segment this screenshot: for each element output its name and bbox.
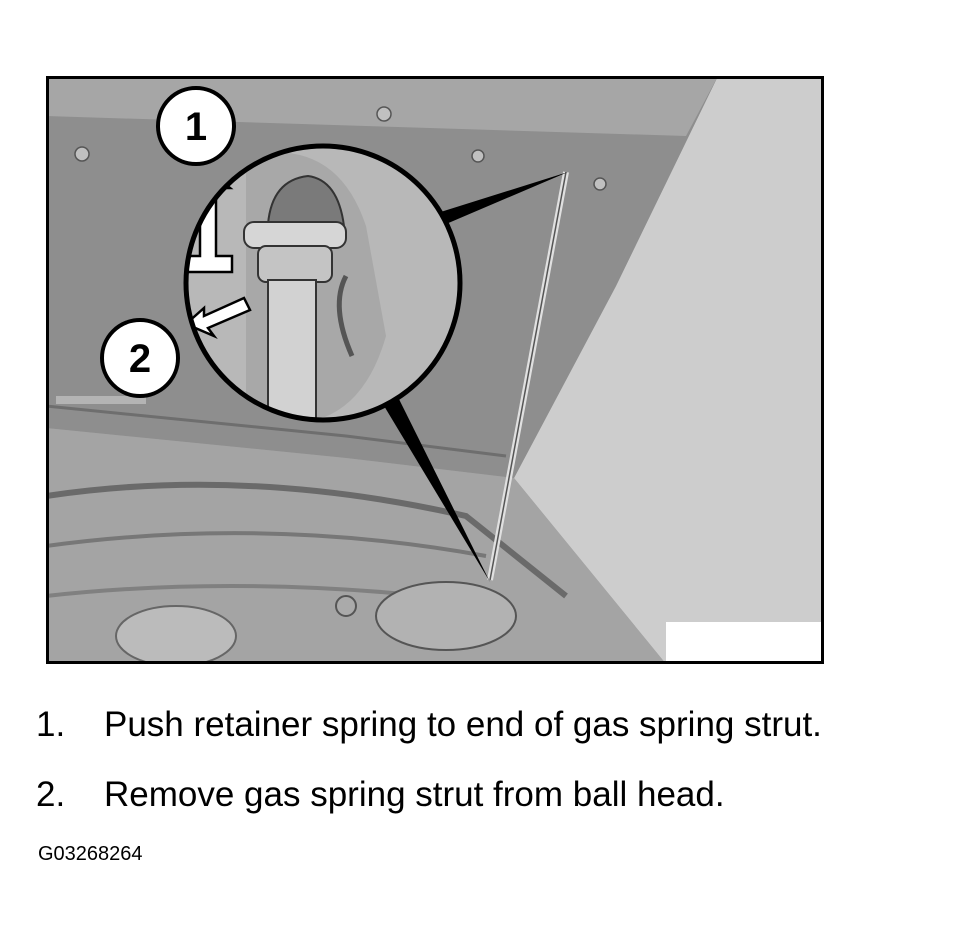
- callout-1: 1: [156, 86, 236, 166]
- detail-ring: [183, 143, 463, 423]
- strut-socket: [243, 221, 347, 249]
- gas-spring-strut-outline: [489, 171, 567, 581]
- callout-2-label: 2: [129, 337, 151, 381]
- step-number: 2.: [36, 775, 66, 814]
- engine-hose: [46, 584, 427, 598]
- step-text: Remove gas spring strut from ball head.: [104, 775, 725, 814]
- instruction-step-2: 2. Remove gas spring strut from ball head…: [36, 775, 725, 815]
- reservoir: [115, 605, 237, 664]
- leader-wedge-lower: [366, 369, 490, 582]
- bracket-tab: [336, 274, 355, 358]
- background-wall: [514, 76, 824, 664]
- detail-magnifier: [183, 143, 463, 423]
- pull-arrow: [186, 296, 252, 339]
- hood-bolt: [376, 106, 392, 122]
- hood-bolt: [74, 146, 90, 162]
- figure-frame: [46, 76, 824, 664]
- step-text: Push retainer spring to end of gas sprin…: [104, 705, 822, 744]
- ball-head: [266, 174, 346, 228]
- callout-2-circle: [100, 318, 180, 398]
- detail-strut-body: [267, 279, 317, 420]
- callout-1-circle: [156, 86, 236, 166]
- leader-wedge-upper: [412, 172, 568, 236]
- hood-bolt: [471, 149, 485, 163]
- retainer-spring: [257, 245, 333, 283]
- strut-tower: [375, 581, 517, 651]
- instruction-step-1: 1. Push retainer spring to end of gas spr…: [36, 705, 822, 745]
- hood-strut-illustration: 1 2: [46, 76, 824, 664]
- hood-seam: [46, 404, 507, 458]
- figure-label-patch: [666, 622, 822, 662]
- hood-bolt: [593, 177, 607, 191]
- callout-2: 2: [100, 318, 180, 398]
- callout-1-label: 1: [185, 105, 207, 149]
- cowl-panel: [46, 481, 568, 599]
- hood-label-strip: [56, 396, 146, 404]
- illustration-svg: 1 2: [46, 76, 824, 664]
- wiper-cowl: [46, 531, 487, 558]
- figure-code: G03268264: [38, 843, 143, 865]
- engine-fitting: [335, 595, 357, 617]
- step-number: 1.: [36, 705, 66, 744]
